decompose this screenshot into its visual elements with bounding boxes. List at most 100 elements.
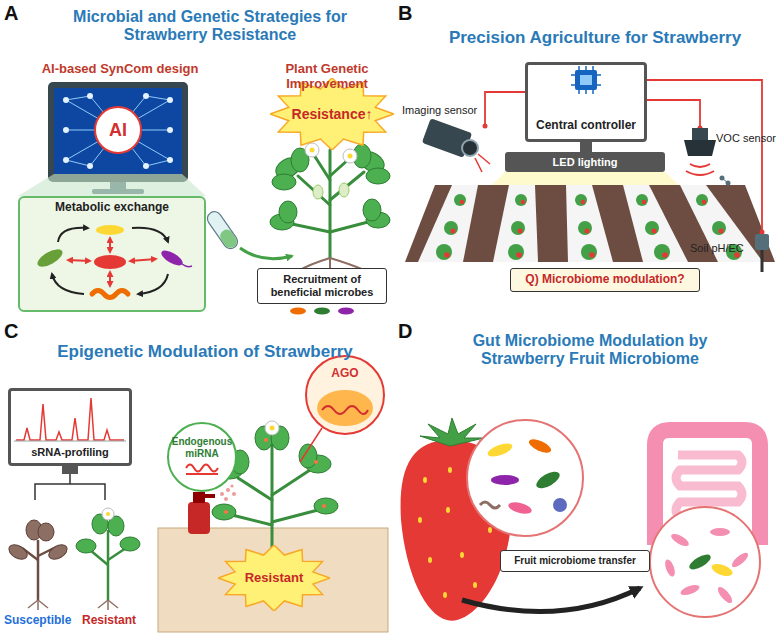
chip-icon — [592, 66, 594, 70]
strawberry-field — [493, 185, 538, 262]
strawberry-field — [726, 244, 742, 260]
spray-bottle — [205, 494, 215, 498]
spray-bottle — [232, 492, 236, 496]
strawberry-plant — [366, 168, 390, 184]
resistant-plant — [98, 600, 108, 608]
node-title: Q) Microbiome modulation? — [525, 273, 684, 287]
ai-monitor — [63, 93, 173, 169]
treated-plant — [232, 515, 272, 525]
strawberry-field — [645, 221, 659, 235]
node-title: LED lighting — [553, 156, 618, 169]
treated-plant — [272, 510, 318, 522]
node-title: Endogenous miRNA — [171, 436, 233, 459]
star-shape — [218, 545, 330, 611]
treated-plant — [299, 444, 317, 468]
strawberry-plant — [272, 174, 296, 190]
exchange-arrow — [52, 274, 84, 294]
treated-plant — [224, 510, 228, 514]
chip-icon — [592, 90, 594, 94]
inoculation-arrow — [240, 248, 292, 259]
ai-monitor — [66, 96, 90, 100]
exchange-arrow — [132, 228, 168, 242]
ai-monitor — [63, 157, 69, 163]
strawberry-plant — [305, 143, 357, 199]
sensor-label: Imaging sensor — [402, 104, 482, 117]
node-title: sRNA-profiling — [31, 446, 109, 459]
strawberry-field — [436, 194, 742, 260]
leader-line — [300, 428, 322, 462]
gut-microbiome-circle — [650, 507, 760, 617]
resistant-plant — [106, 512, 110, 516]
treated-plant — [314, 460, 318, 464]
spray-bottle — [188, 484, 236, 534]
strawberry-fruit — [488, 527, 492, 533]
spray-bottle — [230, 484, 233, 487]
mirna-circle: Endogenous miRNA — [167, 422, 237, 492]
spray-bottle — [193, 492, 205, 503]
resistance-star: Resistance↑ — [270, 78, 394, 150]
srna-baseline — [14, 441, 126, 442]
control-wire — [647, 100, 700, 128]
strawberry-field — [444, 200, 740, 258]
synCom-flask — [218, 227, 239, 250]
chip-icon — [571, 66, 601, 94]
resistant-plant — [102, 508, 114, 520]
strawberry-field — [712, 221, 726, 235]
strawberry-field — [702, 200, 706, 204]
chip-icon — [575, 70, 597, 90]
node-title: Metabolic exchange — [55, 201, 169, 215]
chip-icon — [580, 75, 592, 85]
resistant-plant — [76, 508, 140, 610]
chip-icon — [571, 84, 575, 86]
strawberry-fruit — [418, 517, 422, 523]
node-title: AI — [109, 120, 127, 141]
fruit-microbiome-circle — [527, 436, 553, 455]
strawberry-plant — [279, 201, 297, 223]
strawberry-field — [581, 200, 585, 204]
fruit-microbiome-circle — [553, 498, 567, 512]
resistant-plant — [120, 537, 140, 551]
strawberry-field — [460, 200, 464, 204]
strawberry-field — [642, 200, 646, 204]
resistant-plant — [108, 600, 118, 608]
gut-microbiome-circle — [710, 528, 730, 536]
panel-title: Microbial and Genetic Strategies for Str… — [60, 8, 360, 45]
plant-label: Susceptible — [4, 614, 84, 628]
strawberry-plant — [339, 183, 349, 197]
susceptible-plant — [37, 540, 40, 600]
strawberry-field — [444, 221, 458, 235]
treated-plant — [224, 438, 326, 514]
voc-sensor-symbol — [722, 178, 728, 183]
susceptible-plant — [22, 540, 54, 600]
node-title: Fruit microbiome transfer — [514, 555, 636, 567]
susceptible-plant — [28, 600, 48, 610]
gut-microbiome-circle — [710, 562, 734, 579]
treated-plant — [272, 470, 310, 495]
sensor-label: Soil pH/EC — [690, 242, 752, 255]
strawberry-field — [508, 244, 524, 260]
wire-end — [483, 124, 488, 129]
voc-sensor-symbol — [686, 171, 714, 175]
strawberry-field — [516, 252, 522, 258]
spray-bottle — [220, 484, 236, 501]
strawberry-plant — [330, 222, 368, 232]
strawberry-field — [436, 244, 452, 260]
strawberry-plant — [305, 143, 319, 157]
strawberry-field — [511, 221, 525, 235]
strawberry-plant — [363, 199, 381, 221]
strawberry-field — [578, 221, 592, 235]
gut-microbiome-circle — [716, 585, 735, 605]
star-shape — [270, 78, 394, 150]
panel-subtitle: Plant Genetic Improvement — [252, 62, 402, 92]
node-title: Central controller — [536, 119, 636, 133]
treated-plant — [238, 478, 272, 500]
process-box: Recruitment of beneficial microbes — [257, 268, 387, 304]
strawberry-field — [521, 200, 525, 204]
strawberry-field — [418, 185, 478, 262]
chip-icon — [597, 74, 601, 76]
spray-bottle — [224, 497, 228, 501]
voc-sensor-symbol — [692, 128, 708, 140]
strawberry-field — [680, 185, 763, 262]
